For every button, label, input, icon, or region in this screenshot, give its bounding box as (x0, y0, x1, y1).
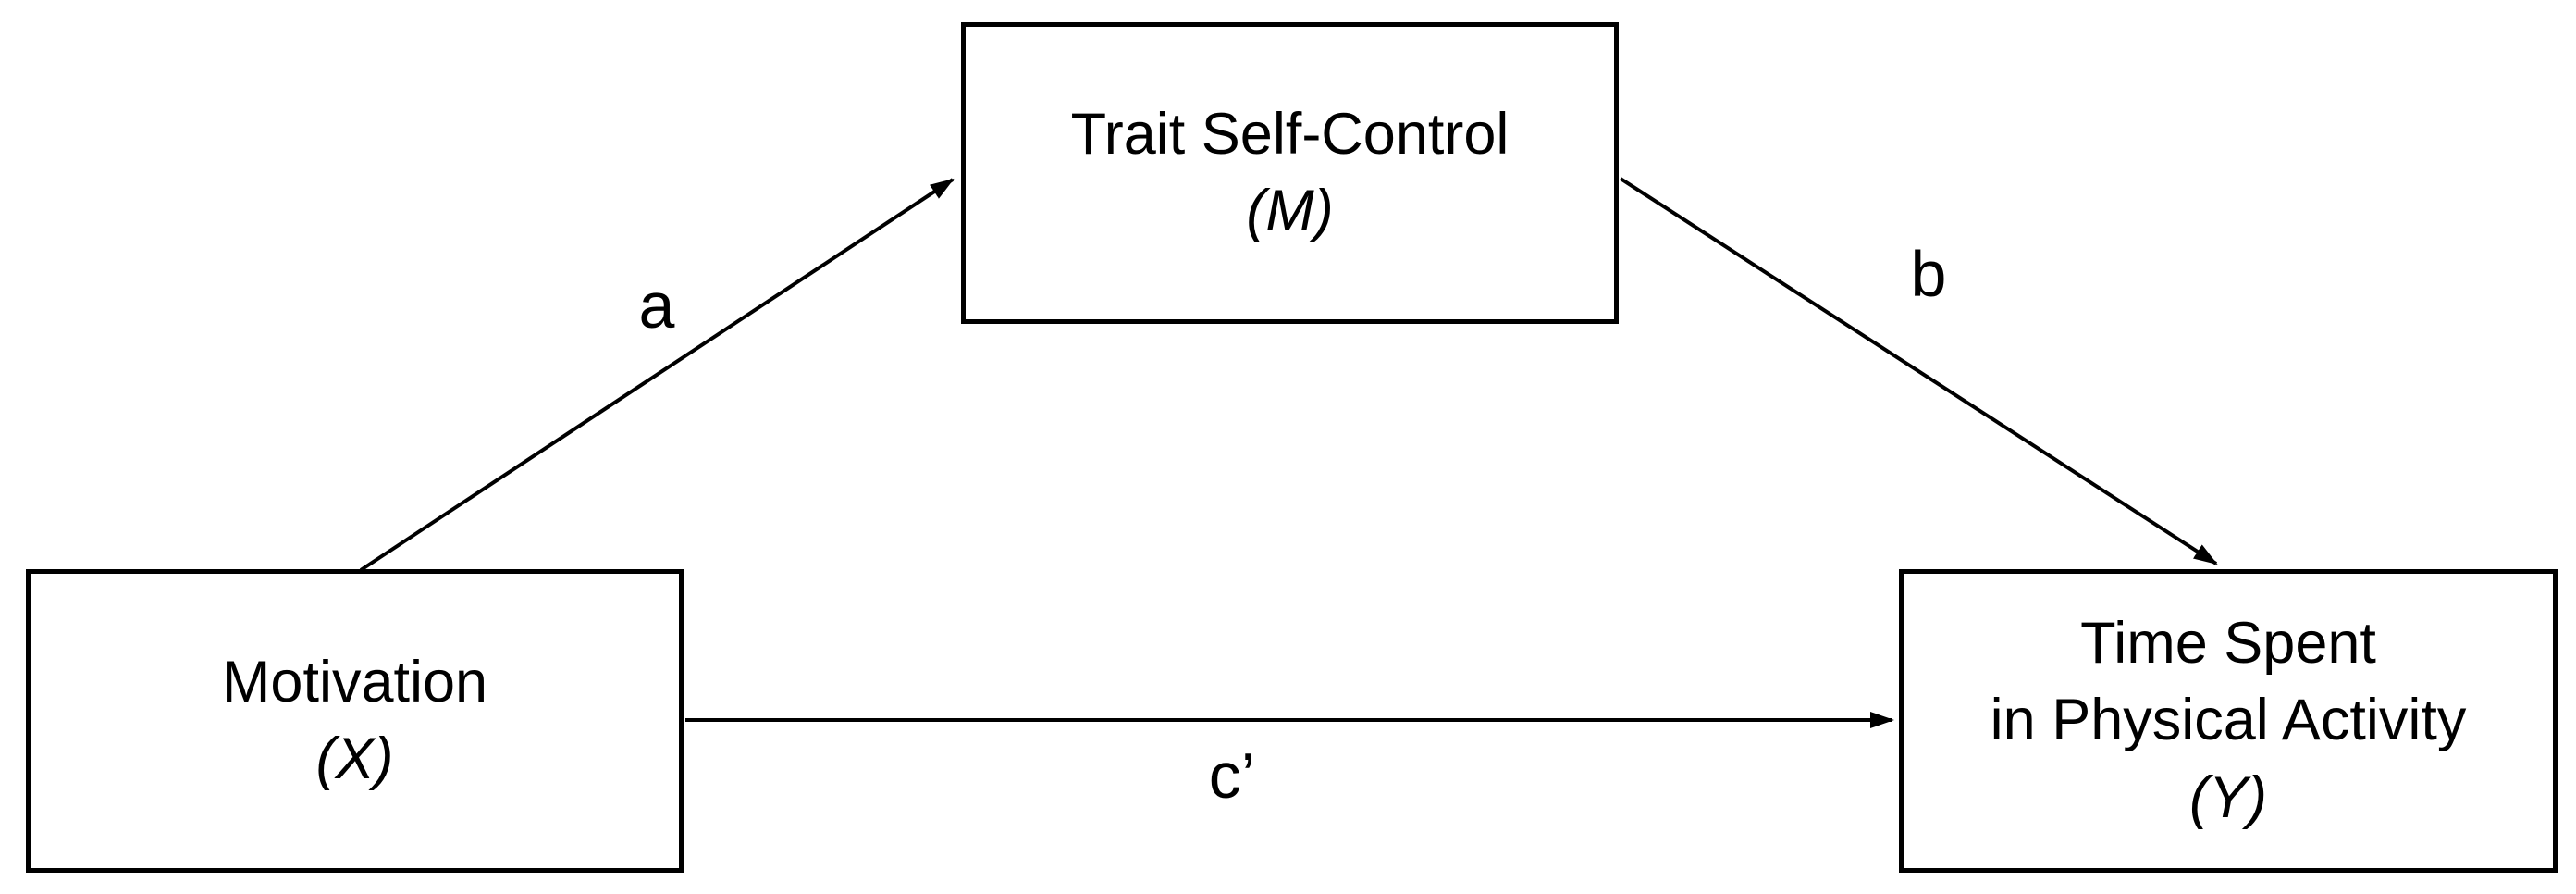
node-predictor-title: Motivation (221, 649, 488, 714)
node-outcome-title-line2: in Physical Activity (1990, 688, 2467, 753)
path-label-a: a (638, 269, 675, 341)
path-label-b: b (1910, 238, 1947, 310)
node-predictor-symbol: (X) (315, 726, 394, 791)
node-mediator-symbol: (M) (1246, 179, 1334, 243)
node-outcome-symbol: (Y) (2189, 764, 2267, 830)
arrow-b (1619, 177, 2218, 565)
path-label-c-prime: c’ (1208, 739, 1256, 812)
node-predictor: Motivation (X) (26, 569, 684, 873)
node-mediator: Trait Self-Control (M) (961, 22, 1619, 324)
arrow-a (359, 178, 955, 572)
node-mediator-title: Trait Self-Control (1070, 101, 1510, 167)
node-outcome-title-line1: Time Spent (2080, 611, 2376, 677)
node-outcome: Time Spent in Physical Activity (Y) (1899, 569, 2558, 873)
